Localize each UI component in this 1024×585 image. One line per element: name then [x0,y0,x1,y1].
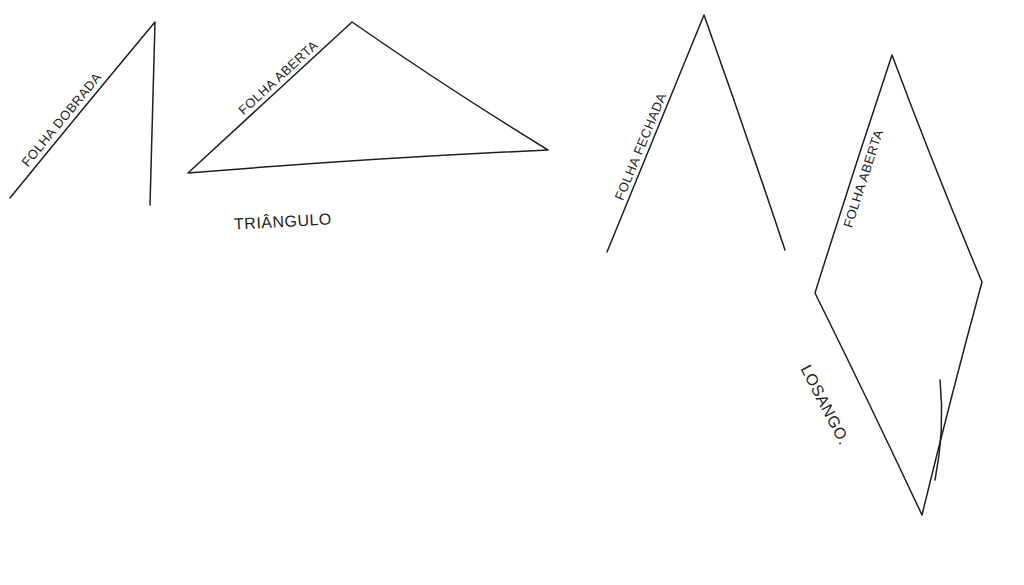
closed-sheet-sketch [607,15,785,252]
folded-sheet-sketch [10,22,155,205]
triangle-sketch [188,22,548,173]
handwritten-label: FOLHA FECHADA [612,90,668,201]
handwritten-label: FOLHA DOBRADA [20,70,104,169]
handwritten-label: LOSANGO. [798,362,853,447]
handwritten-label: TRIÂNGULO [234,211,333,232]
rhombus-sketch-stroke [935,380,942,480]
handwritten-label: FOLHA ABERTA [236,38,320,117]
